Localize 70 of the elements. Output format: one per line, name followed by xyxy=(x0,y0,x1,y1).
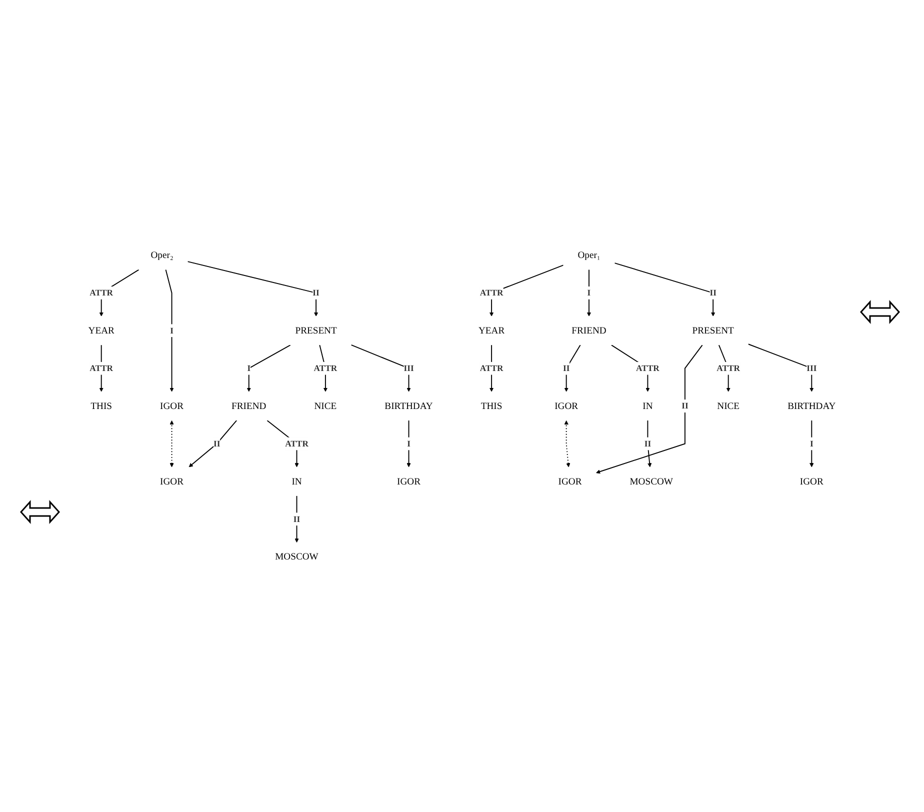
arrow xyxy=(614,262,716,316)
arrow xyxy=(810,420,814,468)
node-text: IGOR xyxy=(160,476,184,487)
edge-label: II xyxy=(293,514,300,524)
node-text: IGOR xyxy=(554,400,578,412)
edge-label: I xyxy=(810,438,814,448)
edge-label: III xyxy=(806,363,817,373)
node-text: NICE xyxy=(717,400,740,412)
arrow xyxy=(99,344,104,392)
node-text: PRESENT xyxy=(295,325,337,336)
arrow xyxy=(586,269,592,316)
arrow xyxy=(246,344,291,392)
node-text: THIS xyxy=(90,400,112,412)
edge-label: ATTR xyxy=(90,363,114,373)
edge-label: II xyxy=(644,438,652,448)
node-text: IGOR xyxy=(558,476,582,487)
node-text: YEAR xyxy=(88,325,114,336)
edge-label: I xyxy=(587,288,591,298)
node-text: YEAR xyxy=(478,325,505,336)
arrow xyxy=(564,344,581,392)
edge-label: ATTR xyxy=(480,363,504,373)
arrow xyxy=(489,344,494,392)
edge-label: ATTR xyxy=(716,363,740,373)
arrow xyxy=(99,269,140,316)
node-text: MOSCOW xyxy=(630,476,673,487)
node-text: Oper₁ xyxy=(578,250,600,260)
arrow xyxy=(406,420,411,468)
arrow xyxy=(266,420,299,468)
arrow xyxy=(489,264,564,316)
edge-label: ATTR xyxy=(314,363,338,373)
arrow xyxy=(319,344,328,392)
edge-label: III xyxy=(404,363,414,373)
edge-label: ATTR xyxy=(636,363,660,373)
edge-label: II xyxy=(710,288,716,298)
arrow xyxy=(350,344,411,392)
edge-label: II xyxy=(213,438,220,448)
node-text: BIRTHDAY xyxy=(384,400,433,412)
edge-label: ATTR xyxy=(285,438,308,448)
arrow xyxy=(564,420,570,468)
arrow xyxy=(294,495,299,543)
arrow xyxy=(170,420,174,468)
node-text: IGOR xyxy=(800,476,824,487)
edge-label: II xyxy=(312,288,320,298)
arrow xyxy=(187,261,318,316)
node-text: PRESENT xyxy=(692,325,734,336)
arrow xyxy=(647,420,652,468)
edge-label: ATTR xyxy=(480,288,504,298)
node-text: BIRTHDAY xyxy=(788,400,836,412)
edge-label: II xyxy=(562,363,570,373)
node-text: FRIEND xyxy=(572,325,606,336)
edge-label: ATTR xyxy=(90,288,114,298)
edge-label: II xyxy=(682,400,688,411)
edge-label: I xyxy=(170,326,174,336)
node-text: NICE xyxy=(314,400,337,412)
node-text: THIS xyxy=(480,400,502,412)
node-text: IGOR xyxy=(397,476,421,487)
node-text: IGOR xyxy=(160,400,184,412)
arrow xyxy=(165,269,174,392)
arrow xyxy=(188,420,238,468)
node-text: IN xyxy=(642,400,653,412)
edge-label: I xyxy=(247,363,251,373)
node-text: FRIEND xyxy=(232,400,266,412)
arrow xyxy=(718,344,730,392)
arrow xyxy=(748,344,814,392)
edge-label: I xyxy=(407,438,410,448)
node-text: Oper₂ xyxy=(150,250,174,260)
node-text: IN xyxy=(292,476,302,487)
arrow xyxy=(596,344,703,474)
arrow xyxy=(610,344,650,392)
node-text: MOSCOW xyxy=(275,552,318,562)
